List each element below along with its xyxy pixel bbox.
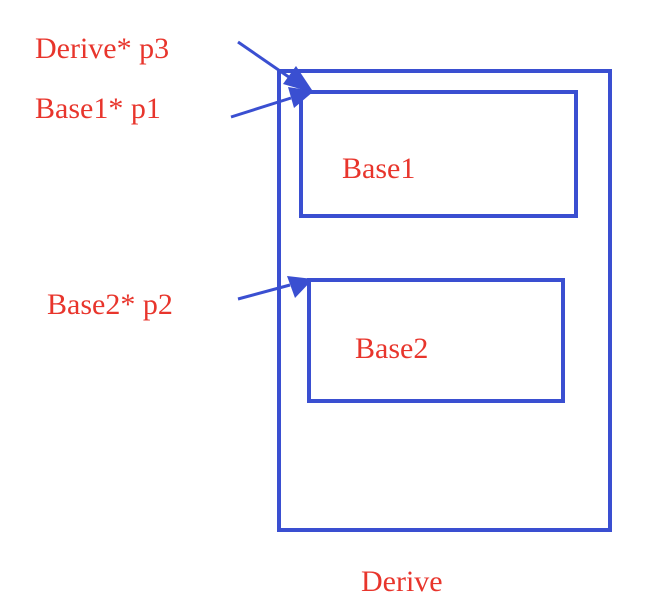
base2-label: Base2	[355, 332, 428, 365]
pointer-label-p1: Base1* p1	[35, 92, 161, 125]
arrow-p3	[237, 40, 314, 93]
derive-box	[277, 69, 612, 532]
base1-label: Base1	[342, 152, 415, 185]
arrow-p1	[230, 87, 314, 119]
arrow-p2	[237, 276, 313, 301]
pointer-label-p2: Base2* p2	[47, 288, 173, 321]
base1-box	[299, 90, 578, 218]
base2-box	[307, 278, 565, 403]
derive-label: Derive	[361, 565, 443, 598]
pointer-label-p3: Derive* p3	[35, 32, 169, 65]
